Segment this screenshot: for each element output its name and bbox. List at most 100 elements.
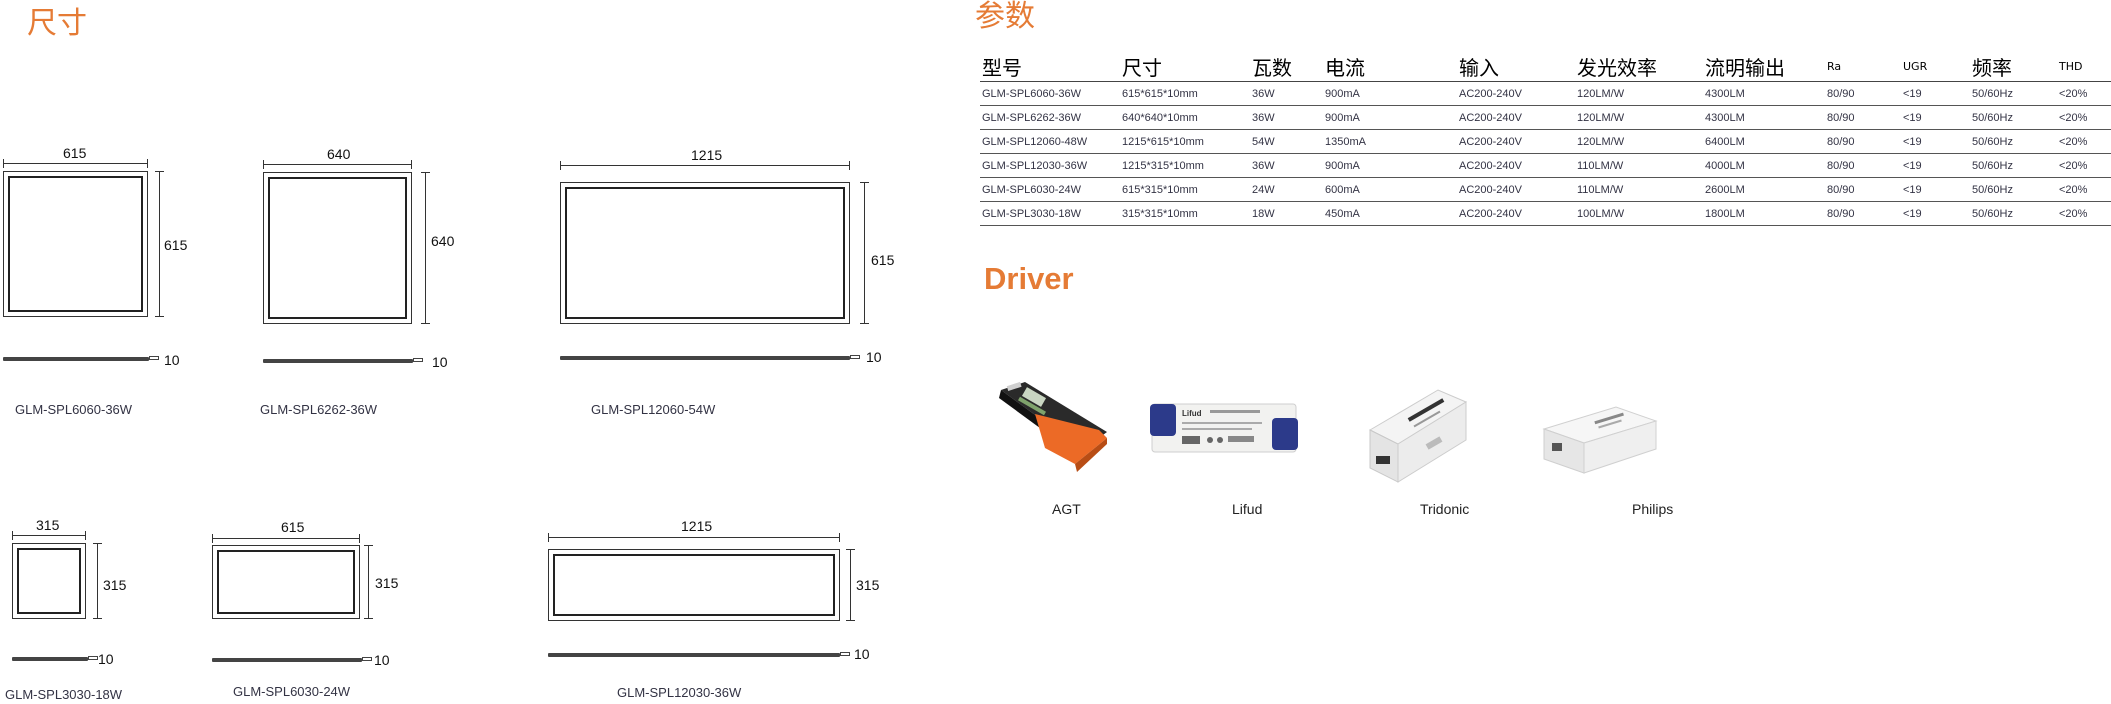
cell-current: 600mA: [1323, 177, 1457, 202]
driver-label-tridonic: Tridonic: [1420, 501, 1470, 517]
cell-current: 900mA: [1323, 105, 1457, 130]
cell-model: GLM-SPL12030-36W: [980, 153, 1120, 178]
height-label: 615: [164, 237, 188, 253]
header-lumen: 流明输出: [1705, 56, 1785, 80]
cell-wattage: 54W: [1250, 129, 1323, 154]
height-label: 315: [856, 577, 880, 593]
thickness-label: 10: [164, 352, 180, 368]
model-caption: GLM-SPL6262-36W: [260, 402, 378, 417]
thickness-label: 10: [374, 652, 390, 668]
panel-outline: [3, 171, 148, 317]
width-dimension-line: [560, 161, 850, 170]
header-efficacy: 发光效率: [1577, 56, 1657, 80]
cell-lumen: 6400LM: [1703, 129, 1825, 154]
cell-model: GLM-SPL6030-24W: [980, 177, 1120, 202]
header-model: 型号: [982, 56, 1022, 80]
height-label: 615: [871, 252, 895, 268]
agt-driver-photo: [995, 380, 1115, 475]
cell-efficacy: 100LM/W: [1575, 201, 1703, 226]
cell-current: 900mA: [1323, 81, 1457, 106]
height-dimension-line: [93, 543, 102, 619]
params-table: 型号 尺寸 瓦数 电流 输入 发光效率 流明输出 Ra UGR 频率 THD G…: [980, 50, 2111, 226]
driver-title: Driver: [984, 261, 1074, 296]
thickness-label: 10: [432, 354, 448, 370]
cell-ugr: <19: [1901, 201, 1970, 226]
tridonic-driver-photo: [1366, 386, 1470, 486]
model-caption: GLM-SPL12030-36W: [617, 685, 742, 700]
panel-outline: [263, 172, 412, 324]
cell-efficacy: 110LM/W: [1575, 177, 1703, 202]
cell-frequency: 50/60Hz: [1970, 129, 2057, 154]
panel-outline: [560, 182, 850, 324]
cell-wattage: 24W: [1250, 177, 1323, 202]
cell-input: AC200-240V: [1457, 153, 1575, 178]
height-label: 315: [375, 575, 399, 591]
cell-current: 450mA: [1323, 201, 1457, 226]
cell-ugr: <19: [1901, 177, 1970, 202]
cell-ugr: <19: [1901, 105, 1970, 130]
cell-wattage: 36W: [1250, 105, 1323, 130]
philips-driver-photo: [1540, 403, 1660, 475]
panel-outline: [12, 543, 86, 619]
width-label: 640: [327, 146, 351, 162]
width-label: 1215: [691, 147, 723, 163]
header-size: 尺寸: [1122, 56, 1162, 80]
cell-model: GLM-SPL3030-18W: [980, 201, 1120, 226]
model-caption: GLM-SPL6030-24W: [233, 684, 351, 699]
cell-input: AC200-240V: [1457, 105, 1575, 130]
cell-efficacy: 120LM/W: [1575, 81, 1703, 106]
cell-model: GLM-SPL6060-36W: [980, 81, 1120, 106]
header-current: 电流: [1325, 56, 1365, 80]
cell-thd: <20%: [2057, 201, 2111, 226]
cell-size: 640*640*10mm: [1120, 105, 1250, 130]
cell-ugr: <19: [1901, 81, 1970, 106]
header-ra: Ra: [1827, 60, 1842, 73]
driver-label-lifud: Lifud: [1232, 501, 1263, 517]
cell-frequency: 50/60Hz: [1970, 201, 2057, 226]
dimensions-title: 尺寸: [27, 6, 87, 41]
cell-lumen: 4000LM: [1703, 153, 1825, 178]
lifud-driver-photo: Lifud: [1148, 398, 1300, 462]
height-label: 315: [103, 577, 127, 593]
cell-efficacy: 110LM/W: [1575, 153, 1703, 178]
cell-wattage: 36W: [1250, 153, 1323, 178]
height-dimension-line: [421, 172, 430, 324]
driver-label-philips: Philips: [1632, 501, 1674, 517]
width-dimension-line: [548, 533, 840, 542]
side-profile: [3, 356, 159, 361]
params-title: 参数: [975, 0, 1035, 34]
cell-thd: <20%: [2057, 129, 2111, 154]
cell-input: AC200-240V: [1457, 201, 1575, 226]
height-dimension-line: [860, 182, 869, 324]
thickness-label: 10: [854, 646, 870, 662]
cell-current: 1350mA: [1323, 129, 1457, 154]
cell-size: 1215*315*10mm: [1120, 153, 1250, 178]
driver-label-agt: AGT: [1052, 501, 1081, 517]
cell-size: 315*315*10mm: [1120, 201, 1250, 226]
cell-input: AC200-240V: [1457, 81, 1575, 106]
cell-thd: <20%: [2057, 81, 2111, 106]
cell-frequency: 50/60Hz: [1970, 105, 2057, 130]
cell-input: AC200-240V: [1457, 129, 1575, 154]
cell-wattage: 36W: [1250, 81, 1323, 106]
cell-ra: 80/90: [1825, 201, 1901, 226]
cell-wattage: 18W: [1250, 201, 1323, 226]
cell-frequency: 50/60Hz: [1970, 177, 2057, 202]
cell-ra: 80/90: [1825, 105, 1901, 130]
cell-ra: 80/90: [1825, 129, 1901, 154]
cell-lumen: 2600LM: [1703, 177, 1825, 202]
header-wattage: 瓦数: [1252, 56, 1292, 80]
thickness-label: 10: [866, 349, 882, 365]
height-dimension-line: [846, 549, 855, 621]
cell-size: 615*615*10mm: [1120, 81, 1250, 106]
cell-thd: <20%: [2057, 105, 2111, 130]
cell-ugr: <19: [1901, 153, 1970, 178]
cell-lumen: 1800LM: [1703, 201, 1825, 226]
cell-ra: 80/90: [1825, 177, 1901, 202]
cell-current: 900mA: [1323, 153, 1457, 178]
height-dimension-line: [364, 545, 373, 619]
